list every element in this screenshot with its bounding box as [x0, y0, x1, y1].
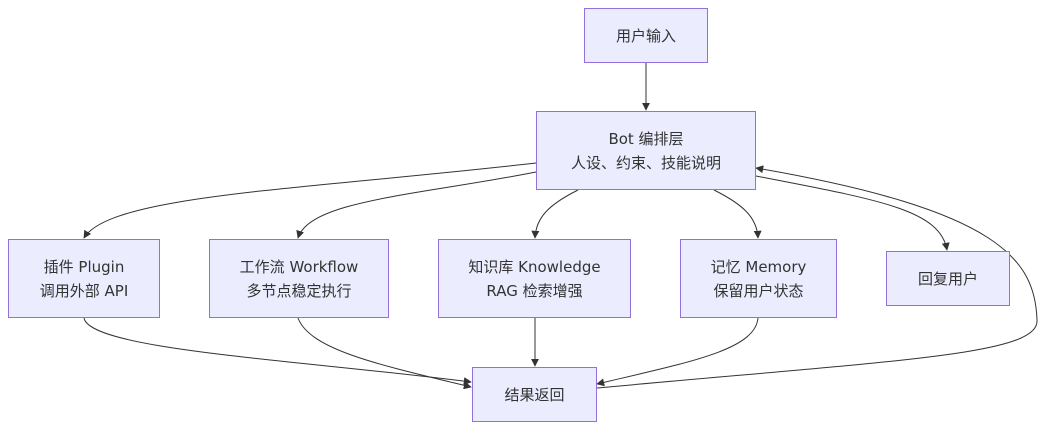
- node-reply-user-label: 回复用户: [917, 269, 978, 288]
- node-workflow-title: 工作流 Workflow: [239, 257, 359, 276]
- edge-bot-to-memory: [713, 189, 762, 239]
- node-user-input[interactable]: 用户输入: [584, 8, 708, 63]
- node-memory-subtitle: 保留用户状态: [713, 281, 804, 300]
- node-knowledge[interactable]: 知识库 Knowledge RAG 检索增强: [438, 239, 631, 318]
- edge-plugin-to-result: [83, 317, 472, 386]
- node-knowledge-subtitle: RAG 检索增强: [486, 281, 583, 300]
- node-plugin[interactable]: 插件 Plugin 调用外部 API: [8, 239, 160, 318]
- edge-bot-to-plugin: [83, 162, 537, 239]
- node-workflow[interactable]: 工作流 Workflow 多节点稳定执行: [209, 239, 389, 318]
- node-knowledge-title: 知识库 Knowledge: [468, 257, 601, 276]
- node-reply-user[interactable]: 回复用户: [886, 251, 1010, 306]
- node-memory-title: 记忆 Memory: [710, 257, 807, 276]
- node-result-return[interactable]: 结果返回: [472, 367, 597, 422]
- node-bot-title: Bot 编排层: [608, 129, 684, 148]
- edge-memory-to-result: [596, 317, 759, 387]
- node-memory[interactable]: 记忆 Memory 保留用户状态: [680, 239, 837, 318]
- edge-bot-to-knowledge: [531, 189, 579, 239]
- edge-bot-to-workflow: [296, 171, 537, 239]
- node-plugin-title: 插件 Plugin: [43, 257, 125, 276]
- edge-result-to-bot: [596, 165, 1038, 389]
- node-plugin-subtitle: 调用外部 API: [39, 281, 129, 300]
- node-bot-subtitle: 人设、约束、技能说明: [570, 153, 721, 172]
- node-bot-orchestration[interactable]: Bot 编排层 人设、约束、技能说明: [536, 111, 756, 190]
- node-user-input-label: 用户输入: [615, 26, 676, 45]
- edge-workflow-to-result: [297, 317, 472, 390]
- node-workflow-subtitle: 多节点稳定执行: [246, 281, 352, 300]
- node-result-return-label: 结果返回: [504, 385, 565, 404]
- edge-bot-to-reply: [755, 175, 950, 251]
